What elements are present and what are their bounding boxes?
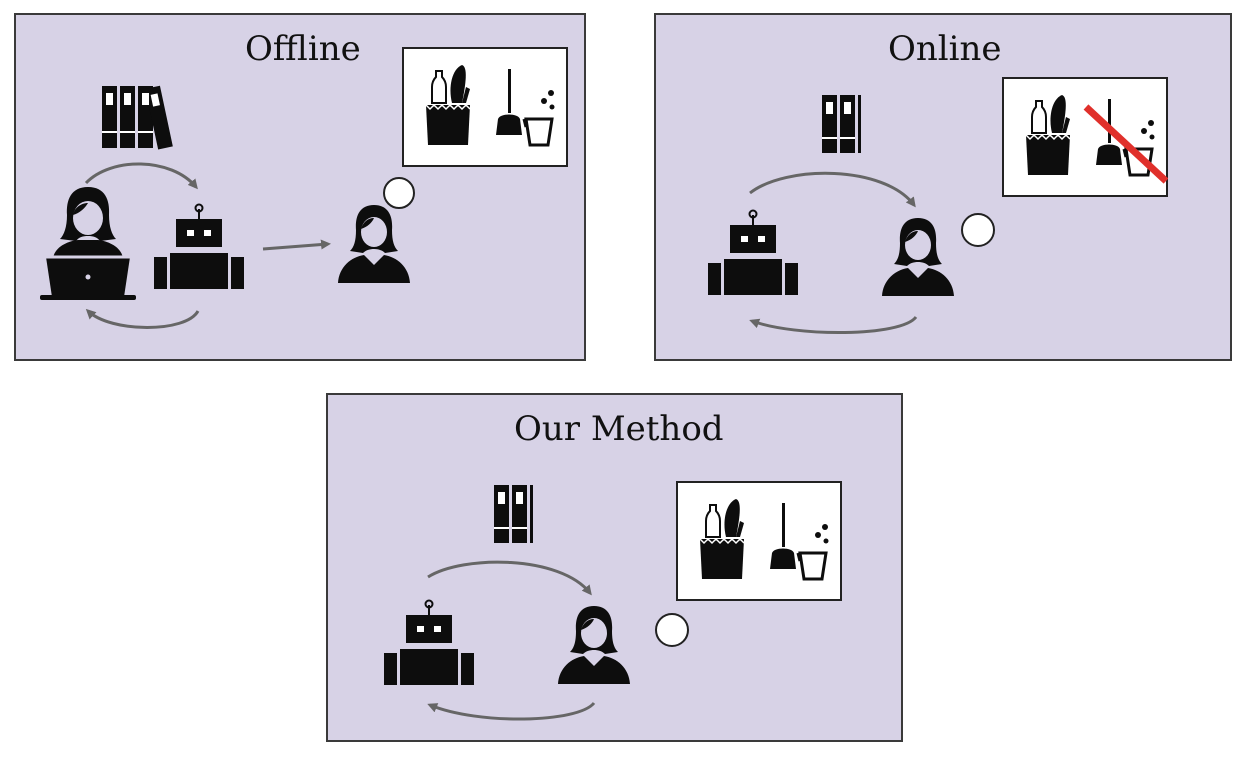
books-icon (494, 485, 533, 543)
person-icon (882, 218, 954, 296)
workflow-arrows (749, 171, 918, 334)
workflow-arrows (84, 162, 331, 329)
grocery-bag-icon (1025, 95, 1071, 175)
thought-bubble-dot (961, 213, 995, 247)
thought-box (676, 481, 842, 601)
thought-bubble-dot (655, 613, 689, 647)
arrow-robot-to-user (749, 171, 916, 208)
cross-out-icon (1083, 104, 1168, 184)
books-icon (102, 85, 173, 150)
grocery-bag-icon (699, 499, 745, 579)
thought-bubble-dot (383, 177, 415, 209)
panel-title: Our Method (514, 409, 724, 449)
workflow-arrows (427, 560, 596, 721)
robot-icon (708, 209, 798, 295)
panel-online: Online (654, 13, 1232, 361)
arrow-robot-to-human (85, 308, 200, 329)
arrow-human-to-robot (84, 162, 198, 190)
robot-icon (384, 599, 474, 685)
panel-title: Online (888, 29, 1002, 69)
thought-box (1002, 77, 1168, 197)
person-icon (338, 205, 410, 283)
panel-offline: Offline (14, 13, 586, 361)
robot-icon (154, 203, 244, 289)
books-icon (822, 95, 861, 153)
arrow-user-to-robot (749, 315, 918, 334)
person-icon (558, 606, 630, 684)
cleaning-icon (496, 69, 555, 147)
arrow-robot-to-user (427, 560, 592, 596)
cleaning-icon (1096, 99, 1155, 177)
panel-title: Offline (245, 29, 361, 69)
person-at-laptop-icon (40, 187, 136, 300)
thought-box (402, 47, 568, 167)
cleaning-icon (770, 503, 829, 581)
grocery-bag-icon (425, 65, 471, 145)
arrow-user-to-robot (427, 701, 596, 721)
panel-our-method: Our Method (326, 393, 903, 742)
arrow-robot-to-user (262, 239, 331, 251)
